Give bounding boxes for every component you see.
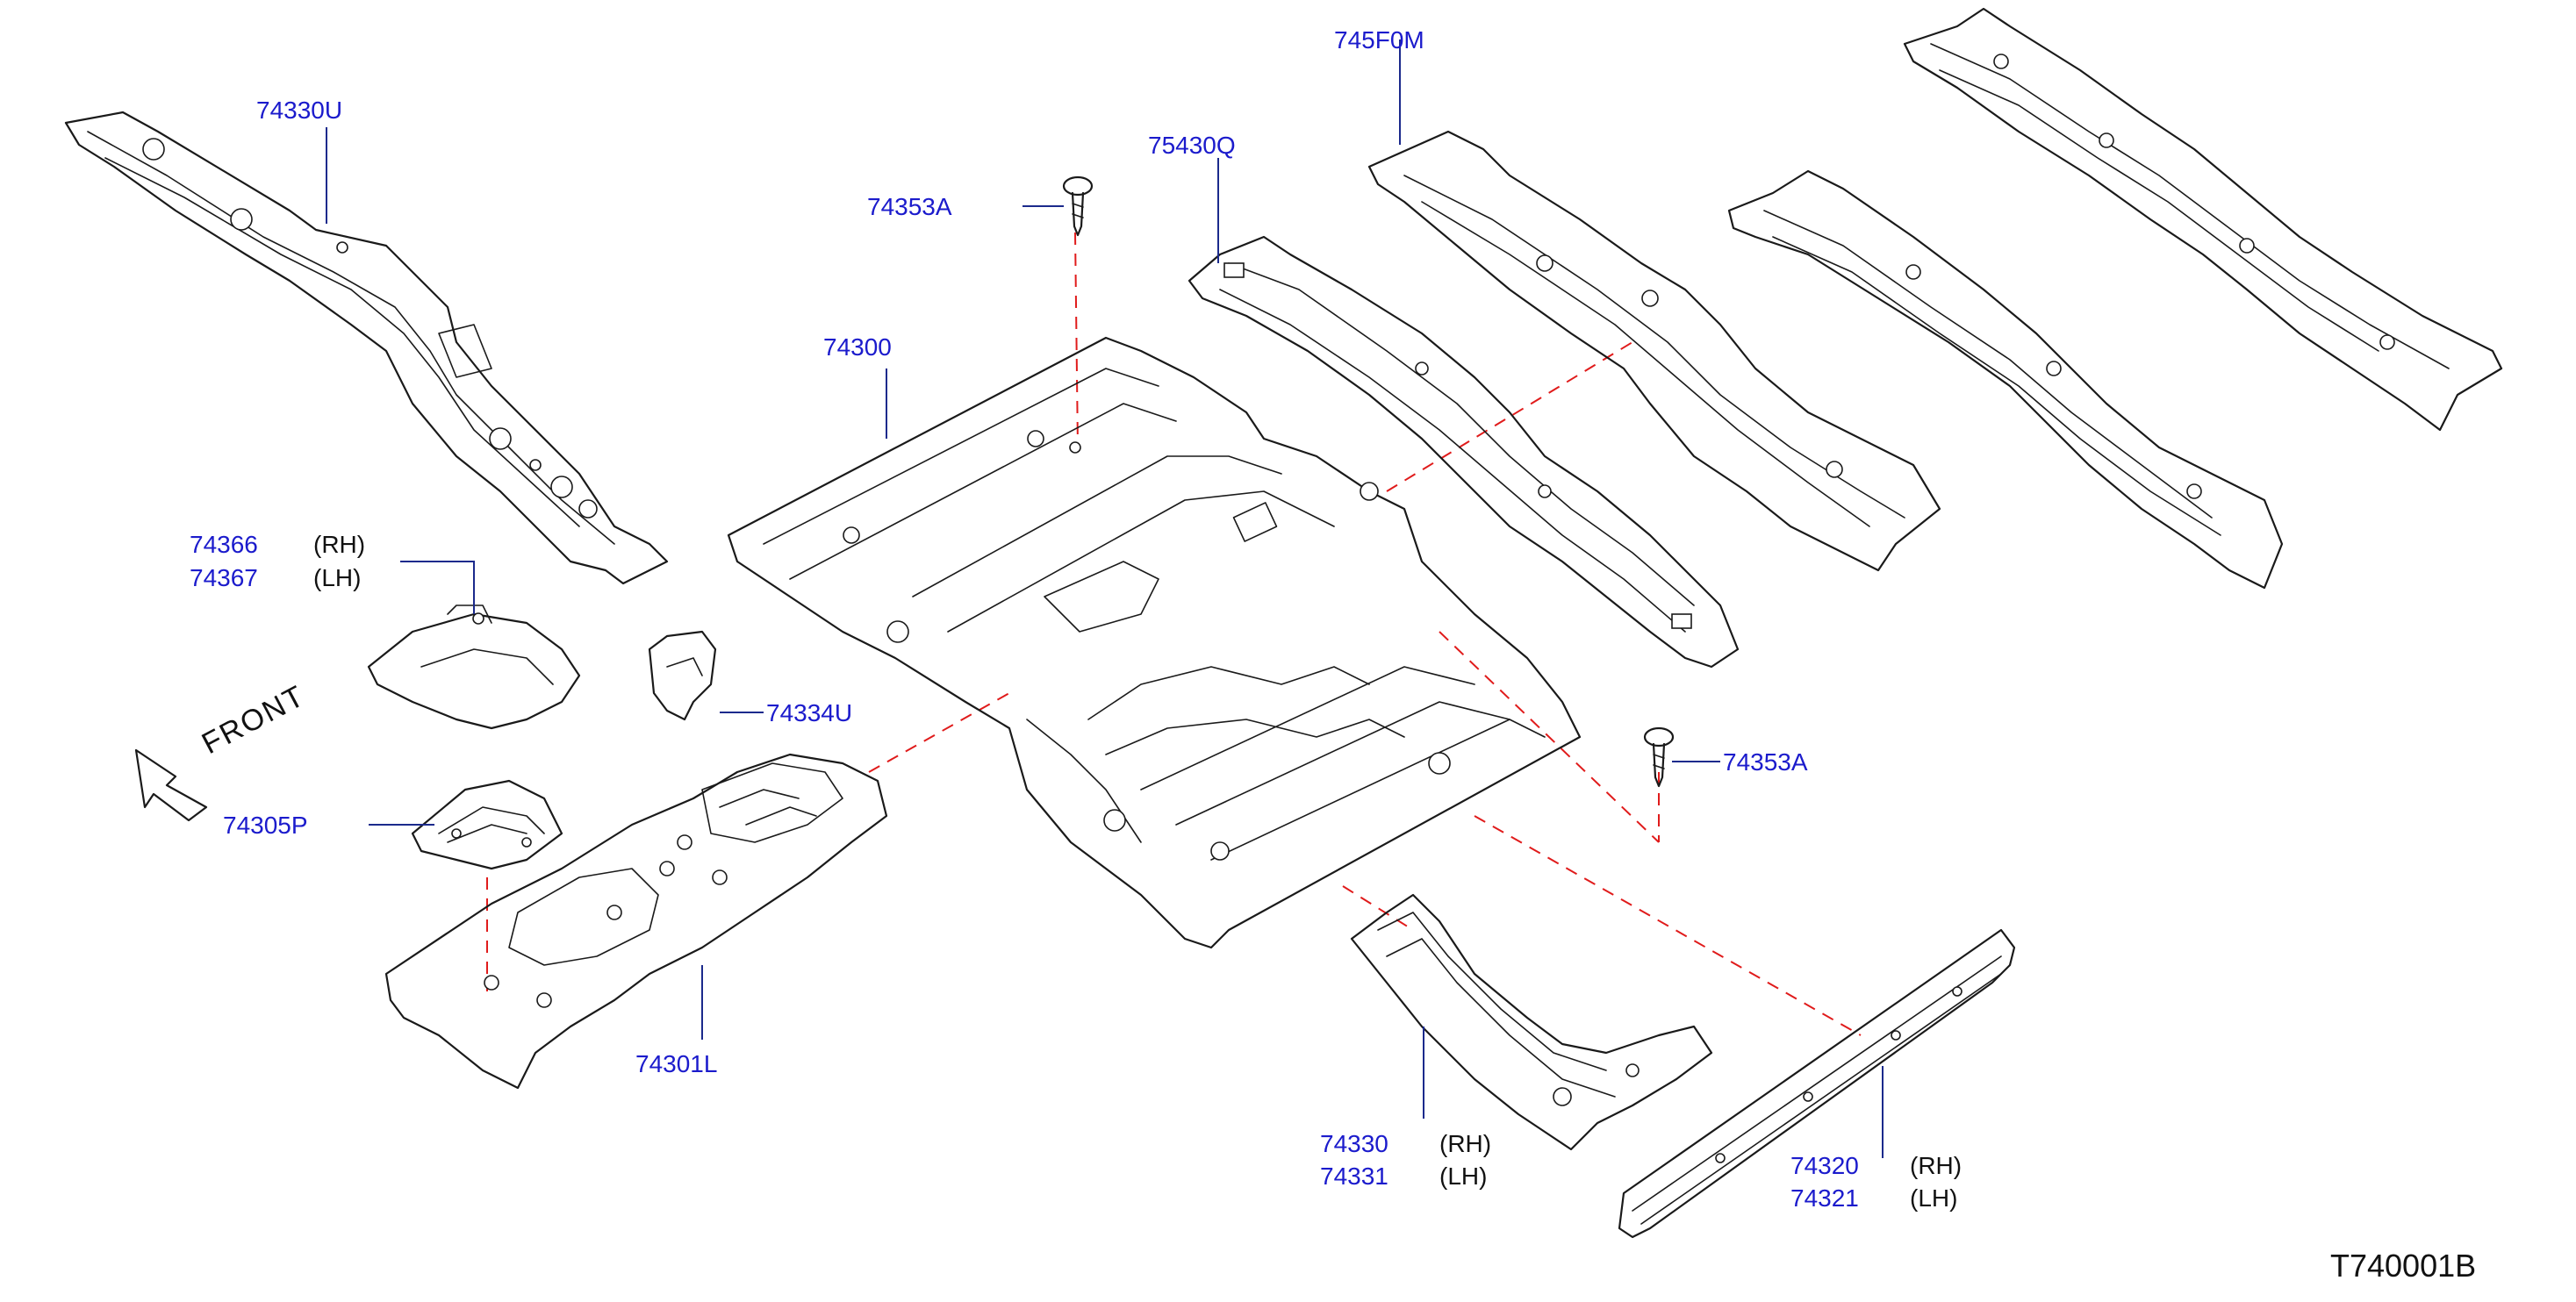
- part-rearmost-cross-member: [1903, 7, 2503, 432]
- screw-74353A-top: [1062, 175, 1094, 237]
- callout-745F0M: 745F0M: [1334, 26, 1424, 54]
- part-74300-rear-floor-panel: [727, 336, 1582, 949]
- side-74320: (RH): [1910, 1152, 1962, 1179]
- assembly-guide-lines: [486, 232, 1862, 1036]
- callout-74330: 74330: [1320, 1130, 1388, 1157]
- part-74320-74321-sill: [1618, 928, 2016, 1239]
- callout-74305P: 74305P: [223, 812, 308, 839]
- part-75430Q-cross-member: [1188, 235, 1740, 669]
- callout-74366: 74366: [190, 531, 258, 558]
- side-74330: (RH): [1439, 1130, 1491, 1157]
- part-rear-cross-member: [1727, 169, 2284, 590]
- front-label: FRONT: [197, 679, 311, 761]
- part-745F0M-cross-member: [1367, 130, 1941, 572]
- callout-74334U: 74334U: [766, 699, 852, 726]
- part-74301L-front-floor-panel: [384, 753, 888, 1090]
- callout-74300: 74300: [823, 333, 892, 361]
- part-74305P-plate: [411, 779, 563, 870]
- callout-74301L: 74301L: [635, 1050, 717, 1077]
- callout-74331: 74331: [1320, 1162, 1388, 1190]
- callout-74353A-right: 74353A: [1723, 748, 1808, 776]
- callout-75430Q: 75430Q: [1148, 132, 1236, 159]
- diagram-code: T740001B: [2330, 1248, 2476, 1284]
- front-arrow-icon: [134, 748, 208, 822]
- part-74330-74331-side-member: [1350, 893, 1713, 1151]
- callout-74367: 74367: [190, 564, 258, 591]
- callout-74353A-top: 74353A: [867, 193, 952, 220]
- part-74334U-clip: [648, 630, 717, 721]
- callout-labels: 74330U 745F0M 75430Q 74353A 74300 74366 …: [190, 26, 1962, 1212]
- callout-74320: 74320: [1790, 1152, 1859, 1179]
- part-74330U-front-member: [64, 111, 669, 585]
- leader-lines: [326, 39, 1884, 1158]
- screw-74353A-right: [1643, 726, 1675, 788]
- side-74367: (LH): [313, 564, 361, 591]
- front-direction-indicator: FRONT: [134, 679, 311, 822]
- side-74366: (RH): [313, 531, 365, 558]
- side-74331: (LH): [1439, 1162, 1487, 1190]
- callout-74321: 74321: [1790, 1184, 1859, 1212]
- side-74321: (LH): [1910, 1184, 1957, 1212]
- callout-74330U: 74330U: [256, 97, 342, 124]
- part-74366-74367-bracket: [367, 604, 581, 730]
